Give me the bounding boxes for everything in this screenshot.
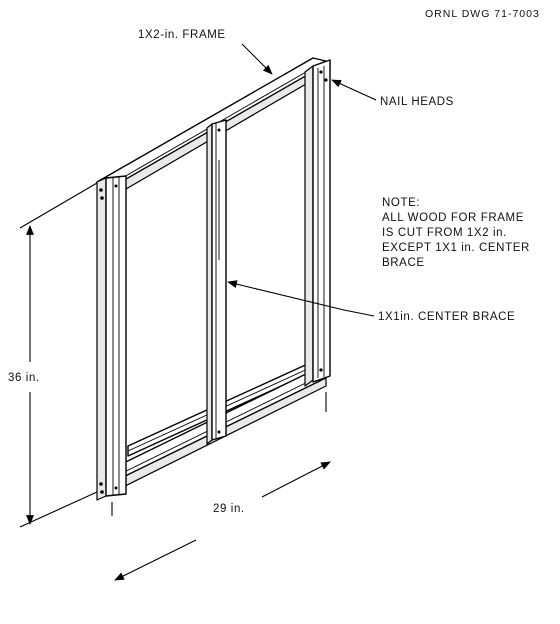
frame-label: 1X2-in. FRAME — [138, 29, 226, 41]
note-block: NOTE: ALL WOOD FOR FRAME IS CUT FROM 1X2… — [382, 197, 530, 269]
height-dimension — [19, 182, 98, 528]
note-line: IS CUT FROM 1X2 in. — [382, 227, 507, 239]
nail-head — [100, 196, 104, 200]
nail-head — [319, 368, 323, 372]
nail-head — [217, 128, 221, 132]
nail-head — [217, 430, 221, 434]
width-label: 29 in. — [213, 503, 245, 515]
nail-head — [99, 482, 103, 486]
note-line: ALL WOOD FOR FRAME — [382, 212, 524, 224]
center-brace-label: 1X1in. CENTER BRACE — [378, 311, 515, 323]
wood-frame — [96, 57, 331, 501]
note-line: EXCEPT 1X1 in. CENTER — [382, 242, 530, 254]
width-dimension — [111, 392, 331, 581]
nail-head — [99, 188, 103, 192]
nail-head — [319, 70, 323, 74]
left-stile — [96, 175, 127, 501]
drawing-number: ORNL DWG 71-7003 — [425, 8, 540, 20]
nail-head — [324, 78, 328, 82]
frame-leader — [241, 43, 273, 75]
nail-heads-leader — [331, 79, 377, 101]
nail-head — [114, 486, 118, 490]
note-line: NOTE: — [382, 197, 420, 209]
center-brace — [206, 119, 227, 445]
right-stile — [304, 59, 331, 387]
nail-head — [100, 490, 104, 494]
note-line: BRACE — [382, 257, 425, 269]
height-label: 36 in. — [8, 372, 40, 384]
nail-head — [114, 184, 118, 188]
nail-heads-label: NAIL HEADS — [380, 96, 454, 108]
center-brace-leader — [227, 280, 375, 317]
